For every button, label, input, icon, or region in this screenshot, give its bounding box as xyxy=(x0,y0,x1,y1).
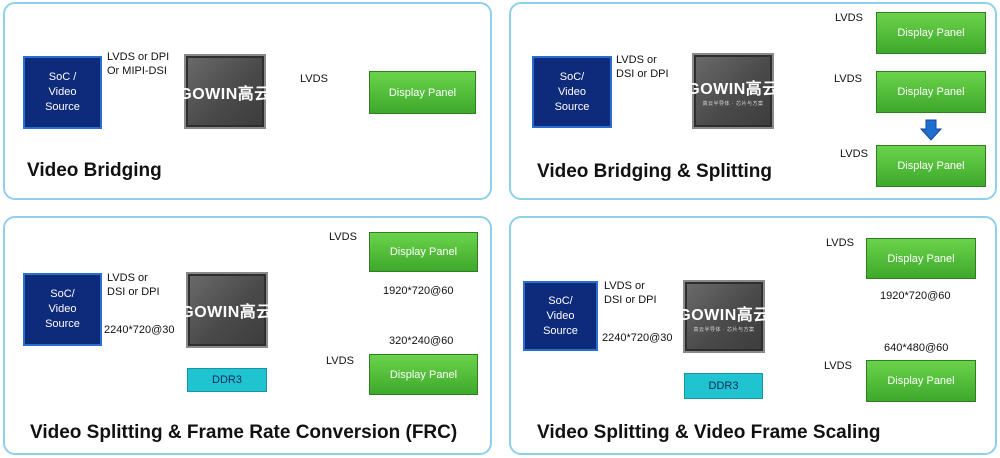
ddr3-memory: DDR3 xyxy=(187,368,267,392)
lvds-label: LVDS xyxy=(300,73,328,85)
soc-video-source: SoC/ Video Source xyxy=(532,56,612,128)
gowin-logo: GOWIN高云 xyxy=(181,304,273,321)
input-interface-label: LVDS or DSI or DPI xyxy=(604,280,657,306)
gowin-logo: GOWIN高云 xyxy=(678,306,770,324)
input-interface-label: LVDS or DPI Or MIPI-DSI xyxy=(107,51,170,77)
display-panel: Display Panel xyxy=(876,145,986,187)
input-resolution-label: 2240*720@30 xyxy=(104,324,175,336)
gowin-fpga-chip: GOWIN高云 高云半导体 · 芯片与方案 xyxy=(678,280,769,353)
display-panel: Display Panel xyxy=(369,232,478,272)
panel-title: Video Bridging & Splitting xyxy=(537,161,773,182)
input-interface-label: LVDS or DSI or DPI xyxy=(616,54,669,80)
gowin-logo: GOWIN高云 xyxy=(179,85,271,103)
display-panel: Display Panel xyxy=(866,238,976,279)
gowin-logo: GOWIN高云 xyxy=(687,81,779,98)
gowin-fpga-chip: GOWIN高云 xyxy=(179,54,270,129)
lvds-label: LVDS xyxy=(834,73,862,85)
display-panel: Display Panel xyxy=(369,71,476,114)
output-resolution-label: 1920*720@60 xyxy=(880,290,951,302)
panel-title: Video Splitting & Video Frame Scaling xyxy=(537,422,881,443)
soc-video-source: SoC/ Video Source xyxy=(523,281,598,351)
soc-video-source: SoC/ Video Source xyxy=(23,273,102,346)
display-panel: Display Panel xyxy=(876,71,986,113)
output-resolution-label: 320*240@60 xyxy=(389,335,454,347)
lvds-label: LVDS xyxy=(835,12,863,24)
display-panel: Display Panel xyxy=(866,360,976,402)
lvds-label: LVDS xyxy=(326,355,354,367)
soc-video-source: SoC / Video Source xyxy=(23,56,102,129)
input-resolution-label: 2240*720@30 xyxy=(602,332,673,344)
panel-title: Video Bridging xyxy=(27,160,162,181)
lvds-label: LVDS xyxy=(826,237,854,249)
lvds-label: LVDS xyxy=(824,360,852,372)
panel-title: Video Splitting & Frame Rate Conversion … xyxy=(30,422,458,443)
display-panel: Display Panel xyxy=(369,354,478,395)
display-panel: Display Panel xyxy=(876,12,986,54)
output-resolution-label: 1920*720@60 xyxy=(383,285,454,297)
ddr3-memory: DDR3 xyxy=(684,373,763,399)
output-resolution-label: 640*480@60 xyxy=(884,342,949,354)
gowin-fpga-chip: GOWIN高云 xyxy=(181,272,272,348)
input-interface-label: LVDS or DSI or DPI xyxy=(107,272,160,298)
lvds-label: LVDS xyxy=(840,148,868,160)
gowin-fpga-chip: GOWIN高云 高云半导体 · 芯片与方案 xyxy=(687,53,778,129)
arrow-down-icon xyxy=(920,119,942,141)
lvds-label: LVDS xyxy=(329,231,357,243)
